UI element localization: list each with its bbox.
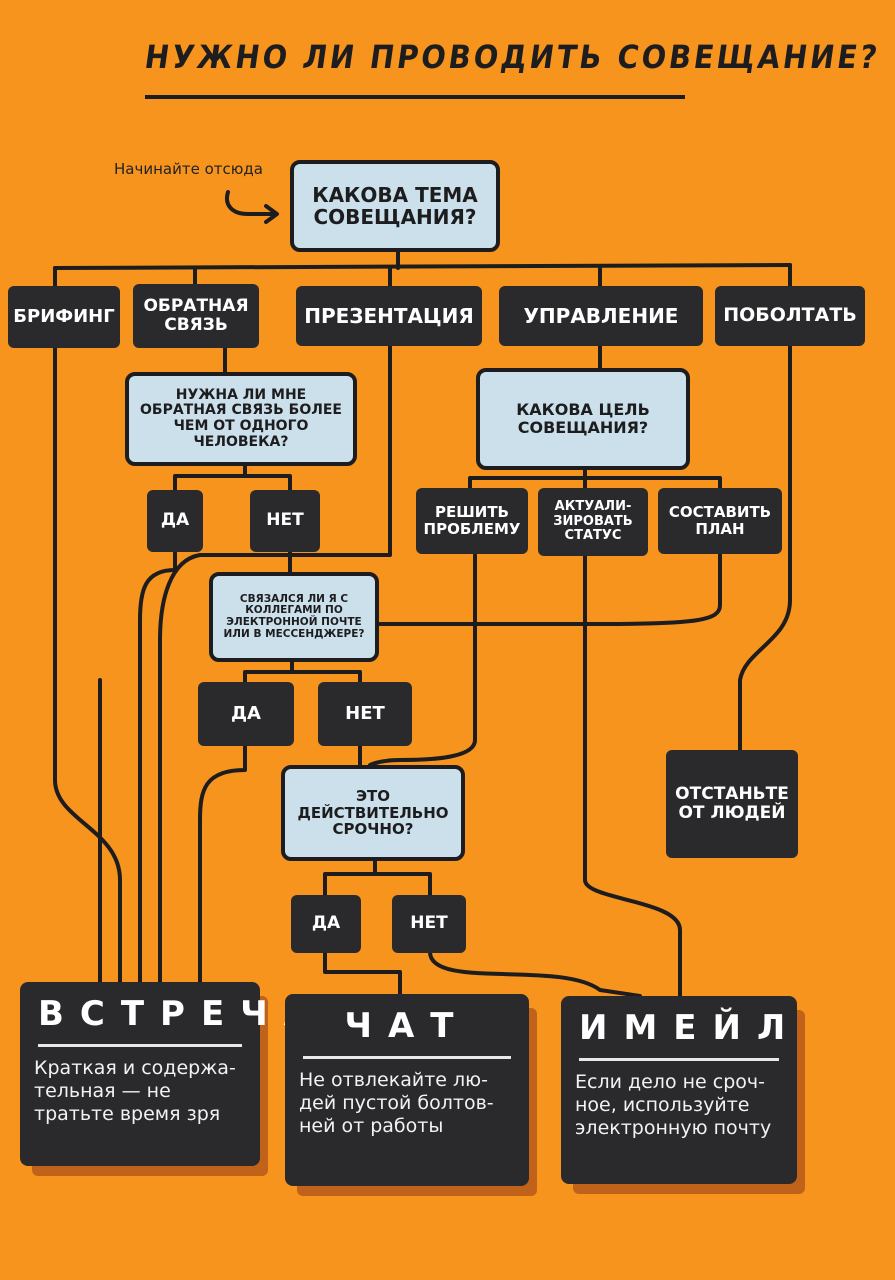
outcome-chat-title: ЧАТ [303,1006,511,1059]
outcome-email-card: ИМЕЙЛ Если дело не сроч- ное, используйт… [561,996,797,1184]
urgent-yes: ДА [291,895,361,953]
start-here-note: Начинайте отсюда [114,160,263,178]
contacted-yes: ДА [198,682,294,746]
option-management: УПРАВЛЕНИЕ [499,286,703,346]
option-presentation: ПРЕЗЕНТАЦИЯ [296,286,482,346]
feedback-no: НЕТ [250,490,320,552]
urgent-question: ЭТО ДЕЙСТВИТЕЛЬНО СРОЧНО? [281,765,465,861]
topic-question: КАКОВА ТЕМА СОВЕЩАНИЯ? [290,160,500,252]
outcome-email-text: Если дело не сроч- ное, используйте элек… [575,1071,772,1140]
option-update-status: АКТУАЛИ- ЗИРОВАТЬ СТАТУС [538,488,648,556]
feedback-question: НУЖНА ЛИ МНЕ ОБРАТНАЯ СВЯЗЬ БОЛЕЕ ЧЕМ ОТ… [125,372,357,466]
contacted-no: НЕТ [318,682,412,746]
leave-people-alone: ОТСТАНЬТЕ ОТ ЛЮДЕЙ [666,750,798,858]
feedback-yes: ДА [147,490,203,552]
outcome-meeting-title: ВСТРЕЧА [38,994,310,1047]
page-title: НУЖНО ЛИ ПРОВОДИТЬ СОВЕЩАНИЕ? [142,38,883,76]
option-feedback: ОБРАТНАЯ СВЯЗЬ [133,284,259,348]
goal-question: КАКОВА ЦЕЛЬ СОВЕЩАНИЯ? [476,368,690,470]
outcome-chat-text: Не отвлекайте лю- дей пустой болтов- ней… [299,1069,494,1138]
contacted-question: СВЯЗАЛСЯ ЛИ Я С КОЛЛЕГАМИ ПО ЭЛЕКТРОННОЙ… [209,572,379,662]
option-solve-problem: РЕШИТЬ ПРОБЛЕМУ [416,488,528,554]
outcome-chat-card: ЧАТ Не отвлекайте лю- дей пустой болтов-… [285,994,529,1186]
urgent-no: НЕТ [392,895,466,953]
option-make-plan: СОСТАВИТЬ ПЛАН [658,488,782,554]
outcome-meeting-card: ВСТРЕЧА Краткая и содержа- тельная — не … [20,982,310,1166]
outcome-email-title: ИМЕЙЛ [579,1008,785,1061]
option-chat-talk: ПОБОЛТАТЬ [715,286,865,346]
title-underline [145,95,685,99]
option-briefing: БРИФИНГ [8,286,120,348]
outcome-meeting-text: Краткая и содержа- тельная — не тратьте … [34,1057,236,1126]
